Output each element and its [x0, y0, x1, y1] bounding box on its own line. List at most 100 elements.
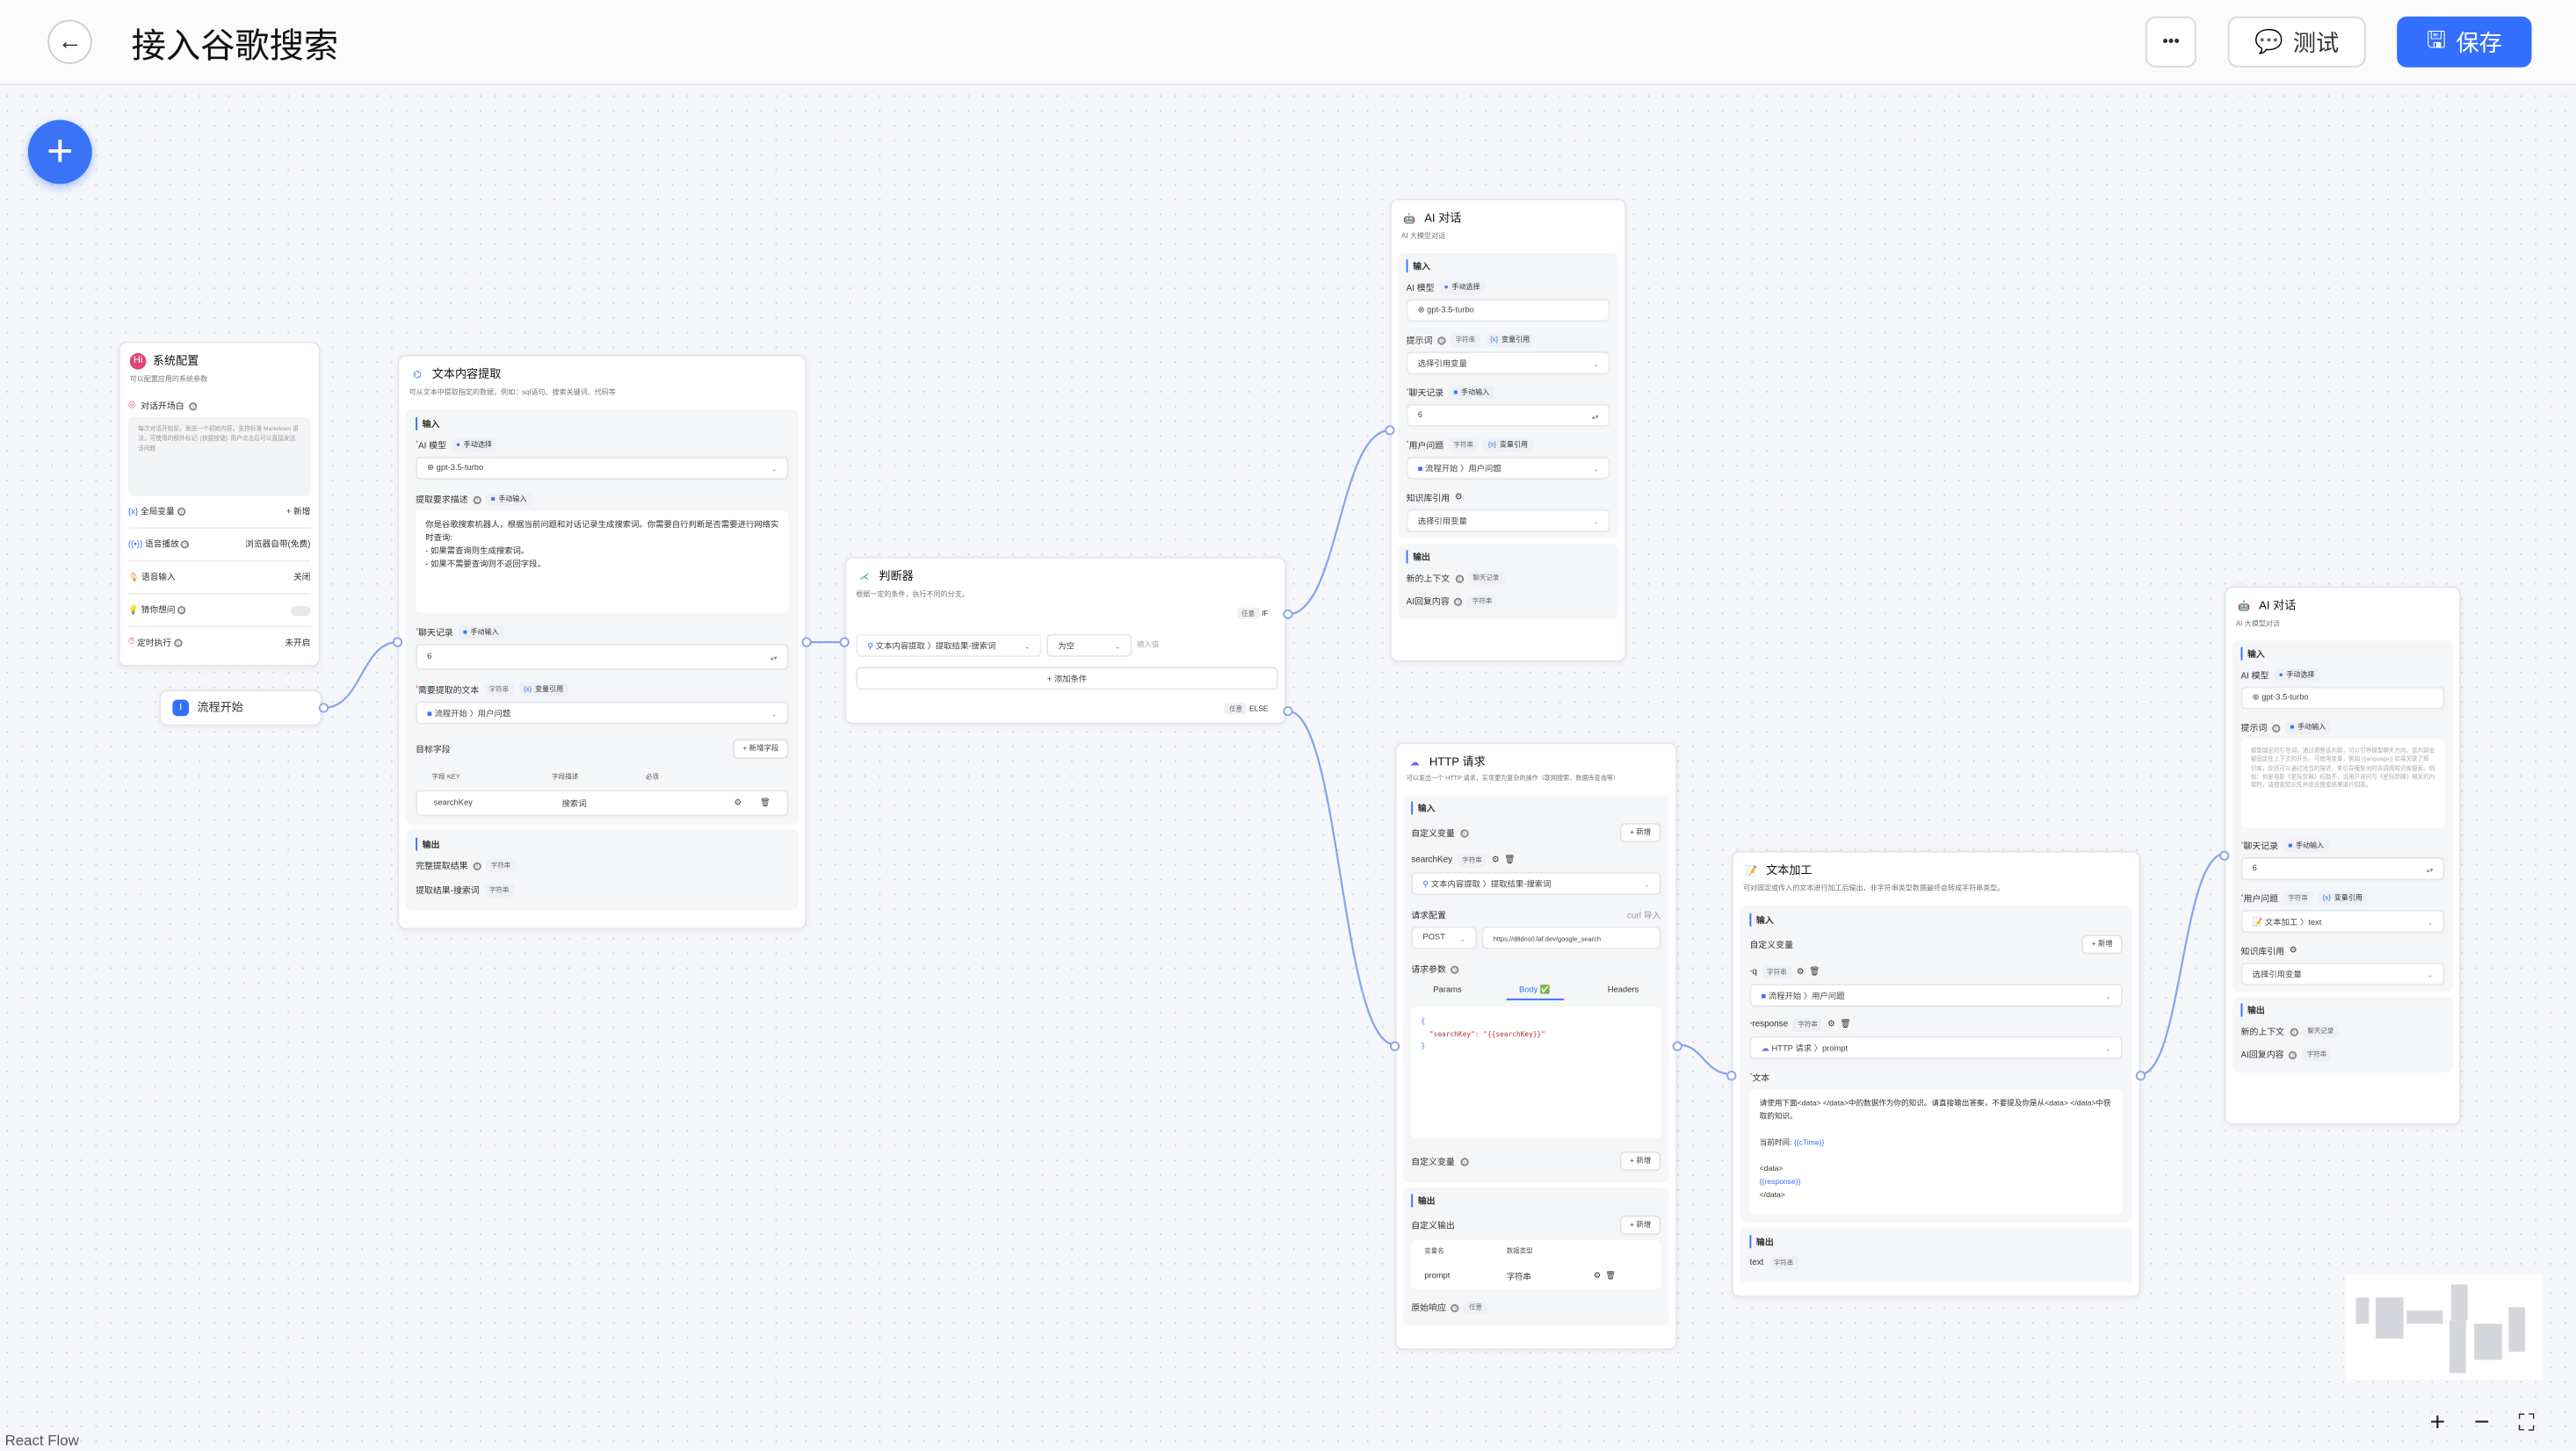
output-handle[interactable]	[2135, 1071, 2146, 1081]
response-select[interactable]: ☁ HTTP 请求 〉prompt⌄	[1749, 1036, 2123, 1060]
add-condition-button[interactable]: + 添加条件	[856, 667, 1278, 690]
history-mode[interactable]: ■手动输入	[458, 625, 504, 639]
text-process-node[interactable]: 📝文本加工可对固定或传入的文本进行加工后输出，非字符串类型数据最终会转成字符串类…	[1726, 850, 2146, 1298]
model-mode[interactable]: ●手动选择	[1439, 280, 1486, 294]
more-button[interactable]: •••	[2145, 16, 2197, 68]
question-mode[interactable]: {x}变量引用	[1483, 438, 1533, 452]
save-button[interactable]: 🖫保存	[2397, 16, 2532, 68]
trash-icon[interactable]: 🗑	[760, 798, 771, 808]
input-handle[interactable]	[392, 637, 403, 647]
minimap[interactable]	[2346, 1274, 2543, 1380]
else-handle[interactable]	[1283, 706, 1293, 717]
question-mode[interactable]: {x}变量引用	[2317, 892, 2368, 906]
http-request-node[interactable]: ☁HTTP 请求可以发出一个 HTTP 请求，实现更为复杂的操作（联网搜索、数据…	[1389, 742, 1682, 1351]
question-select[interactable]: 📝 文本加工 〉text⌄	[2240, 909, 2445, 934]
tab-headers[interactable]: Headers	[1607, 985, 1639, 996]
trash-icon[interactable]: 🗑	[1605, 1271, 1617, 1281]
text-extract-node[interactable]: ⌬文本内容提取 可从文本中提取指定的数据，例如：sql语句、搜索关键词、代码等 …	[392, 354, 812, 930]
add-global-var[interactable]: + 新增	[286, 507, 311, 518]
gear-icon[interactable]: ⚙	[1491, 855, 1500, 866]
text-extract-field-key: searchKey	[433, 798, 473, 808]
if-handle[interactable]	[1283, 609, 1293, 619]
zoom-out-button[interactable]: −	[2474, 1409, 2490, 1438]
prompt-textarea[interactable]: 你是谷歌搜索机器人，根据当前问题和对话记录生成搜索词。你需要自行判断是否需要进行…	[416, 510, 789, 613]
method-select[interactable]: POST⌄	[1411, 926, 1478, 949]
tab-body[interactable]: Body ✅	[1506, 985, 1564, 1000]
add-var-button[interactable]: + 新增	[2081, 934, 2123, 955]
text-mode[interactable]: {x}变量引用	[518, 682, 568, 697]
trash-icon[interactable]: 🗑	[1504, 855, 1516, 866]
model-select[interactable]: ⊛ gpt-3.5-turbo	[2240, 686, 2445, 710]
add-var-button-2[interactable]: + 新增	[1619, 1151, 1661, 1172]
input-handle[interactable]	[1385, 425, 1395, 436]
prompt-select[interactable]: 选择引用变量⌄	[1406, 351, 1610, 375]
model-mode[interactable]: ●手动选择	[2274, 668, 2320, 682]
trash-icon[interactable]: 🗑	[1809, 967, 1820, 978]
output-handle[interactable]	[1672, 1041, 1682, 1051]
add-node-button[interactable]: +	[27, 119, 92, 184]
fit-view-button[interactable]: ⛶	[2518, 1409, 2535, 1436]
kb-select[interactable]: 选择引用变量⌄	[2240, 962, 2445, 985]
model-select[interactable]: ⊛ gpt-3.5-turbo	[1406, 299, 1610, 322]
welcome-textarea[interactable]: 每次对话开始前，发送一个初始内容。支持标准 Markdown 语法，可使用的额外…	[127, 416, 311, 496]
output-handle[interactable]	[318, 703, 329, 713]
model-mode[interactable]: ●手动选择	[451, 438, 497, 452]
history-mode[interactable]: ■手动输入	[1448, 386, 1494, 400]
element: ?	[1459, 828, 1468, 837]
desc-mode[interactable]: ■手动输入	[486, 492, 532, 506]
test-button[interactable]: 💬测试	[2227, 16, 2366, 68]
gear-icon[interactable]: ⚙	[1796, 967, 1805, 978]
input-handle[interactable]	[1726, 1071, 1737, 1081]
text-ref-select[interactable]: ■ 流程开始 〉用户问题⌄	[416, 701, 789, 725]
tts-value[interactable]: 浏览器自带(免费)	[245, 540, 311, 551]
input-handle[interactable]	[1389, 1041, 1400, 1051]
condition-op-select[interactable]: 为空⌄	[1046, 633, 1132, 657]
gear-icon[interactable]: ⚙	[1827, 1020, 1835, 1030]
tab-params[interactable]: Params	[1433, 985, 1462, 996]
gear-icon[interactable]: ⚙	[734, 798, 742, 808]
attribution[interactable]: React Flow	[4, 1432, 79, 1449]
model-select[interactable]: ⊛ gpt-3.5-turbo⌄	[416, 456, 789, 480]
zoom-in-button[interactable]: +	[2429, 1409, 2446, 1438]
gear-icon[interactable]: ⚙	[1454, 492, 1463, 503]
condition-value-input[interactable]: 输入值	[1136, 640, 1160, 649]
history-input[interactable]: 6▴▾	[1406, 403, 1610, 428]
text-textproc-text-lines-0: 请使用下面<data> </data>中的数据作为你的知识。请直接输出答案，不要…	[1759, 1098, 2111, 1121]
add-var-button[interactable]: + 新增	[1619, 822, 1661, 843]
voice-input-value[interactable]: 关闭	[293, 573, 311, 583]
question-select[interactable]: ■ 流程开始 〉用户问题⌄	[1406, 456, 1610, 480]
prompt-textarea[interactable]: 模型固定的引导词，通过调整该内容，可以引导模型聊天方向。该内容会被固定在上下文的…	[2240, 739, 2445, 828]
q-select[interactable]: ■ 流程开始 〉用户问题⌄	[1749, 984, 2123, 1007]
history-input[interactable]: 6▴▾	[2240, 857, 2445, 881]
prompt-mode[interactable]: ■手动输入	[2284, 720, 2331, 734]
condition-ref-select[interactable]: ⚲ 文本内容提取 〉提取结果-搜索词⌄	[856, 633, 1042, 657]
back-button[interactable]: ←	[47, 19, 92, 64]
history-input[interactable]: 6▴▾	[416, 644, 789, 670]
judge-node[interactable]: ⋌判断器根据一定的条件，执行不同的分支。 任意 IF ⚲ 文本内容提取 〉提取结…	[839, 556, 1293, 725]
kb-select[interactable]: 选择引用变量⌄	[1406, 509, 1610, 532]
output-handle[interactable]	[801, 637, 812, 647]
gear-icon[interactable]: ⚙	[1593, 1271, 1602, 1281]
trash-icon[interactable]: 🗑	[1840, 1020, 1852, 1030]
text-editor[interactable]: 请使用下面<data> </data>中的数据作为你的知识。请直接输出答案，不要…	[1749, 1088, 2123, 1214]
add-output-button[interactable]: + 新增	[1619, 1215, 1661, 1236]
guess-toggle[interactable]	[290, 605, 311, 616]
schedule-value[interactable]: 未开启	[285, 639, 311, 649]
input-handle[interactable]	[839, 637, 850, 647]
prompt-mode[interactable]: {x}变量引用	[1485, 333, 1535, 347]
body-editor[interactable]: { "searchKey": "{{searchKey}}"}	[1411, 1007, 1661, 1138]
var-ref-select[interactable]: ⚲ 文本内容提取 〉提取结果-搜索词⌄	[1411, 871, 1661, 896]
url-input[interactable]: https://d8dns0.laf.dev/google_search	[1481, 926, 1661, 949]
history-mode[interactable]: ■手动输入	[2283, 839, 2329, 853]
gear-icon[interactable]: ⚙	[2289, 946, 2297, 957]
add-field-button[interactable]: + 新增字段	[733, 739, 789, 759]
curl-import-link[interactable]: curl 导入	[1626, 911, 1661, 922]
text-textproc-out: text	[1749, 1258, 1764, 1268]
input-handle[interactable]	[2219, 850, 2230, 861]
